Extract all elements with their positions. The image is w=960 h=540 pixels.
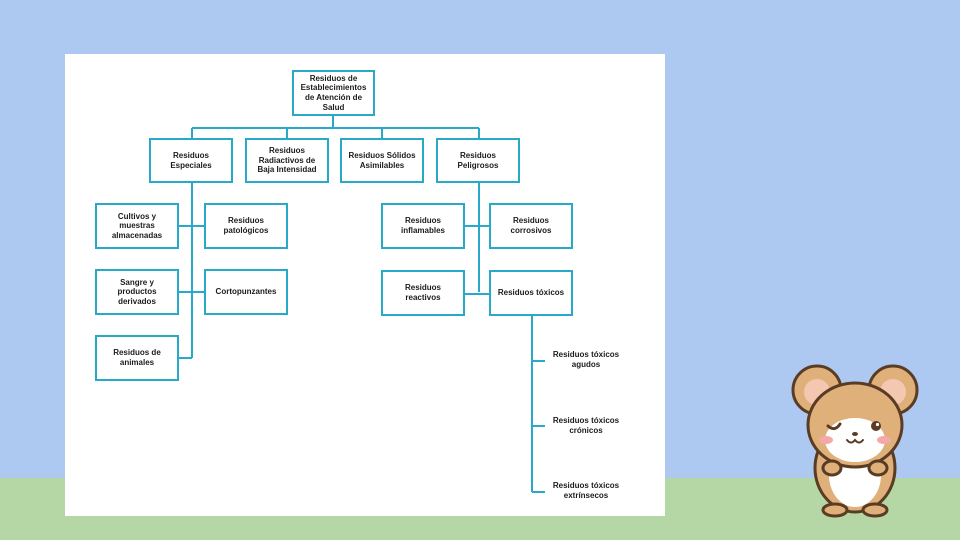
node-cultivos: Cultivos y muestras almacenadas	[95, 203, 179, 249]
leaf-toxicos-cronicos-label: Residuos tóxicos crónicos	[552, 416, 620, 435]
leaf-toxicos-agudos-label: Residuos tóxicos agudos	[552, 350, 620, 369]
node-reactivos: Residuos reactivos	[381, 270, 465, 316]
node-patologicos: Residuos patológicos	[204, 203, 288, 249]
node-patologicos-label: Residuos patológicos	[223, 216, 269, 235]
connector-lines	[178, 116, 545, 493]
root-label: Residuos de Establecimientos de Atención…	[300, 73, 367, 112]
diagram-card: Residuos de Establecimientos de Atención…	[65, 54, 665, 516]
leaf-toxicos-agudos: Residuos tóxicos agudos	[541, 350, 631, 369]
node-inflamables: Residuos inflamables	[381, 203, 465, 249]
node-sangre: Sangre y productos derivados	[95, 269, 179, 315]
node-toxicos-label: Residuos tóxicos	[497, 288, 565, 298]
leaf-toxicos-extrinsecos: Residuos tóxicos extrínsecos	[541, 481, 631, 500]
node-sangre-label: Sangre y productos derivados	[117, 277, 157, 306]
category-especiales: Residuos Especiales	[149, 138, 233, 183]
category-especiales-label: Residuos Especiales	[170, 150, 212, 170]
node-toxicos: Residuos tóxicos	[489, 270, 573, 316]
leaf-toxicos-cronicos: Residuos tóxicos crónicos	[541, 416, 631, 435]
node-corrosivos: Residuos corrosivos	[489, 203, 573, 249]
node-animales-label: Residuos de animales	[113, 348, 161, 367]
root-node: Residuos de Establecimientos de Atención…	[292, 70, 375, 116]
category-solidos: Residuos Sólidos Asimilables	[340, 138, 424, 183]
node-cultivos-label: Cultivos y muestras almacenadas	[111, 211, 163, 240]
category-solidos-label: Residuos Sólidos Asimilables	[348, 150, 416, 170]
category-peligrosos-label: Residuos Peligrosos	[457, 150, 499, 170]
node-corrosivos-label: Residuos corrosivos	[510, 216, 552, 235]
category-radiactivos: Residuos Radiactivos de Baja Intensidad	[245, 138, 329, 183]
node-inflamables-label: Residuos inflamables	[400, 216, 445, 235]
category-radiactivos-label: Residuos Radiactivos de Baja Intensidad	[257, 146, 317, 175]
node-cortopunzantes: Cortopunzantes	[204, 269, 288, 315]
leaf-toxicos-extrinsecos-label: Residuos tóxicos extrínsecos	[552, 481, 620, 500]
node-reactivos-label: Residuos reactivos	[404, 283, 441, 302]
category-peligrosos: Residuos Peligrosos	[436, 138, 520, 183]
node-animales: Residuos de animales	[95, 335, 179, 381]
node-cortopunzantes-label: Cortopunzantes	[215, 287, 277, 297]
hamster-mascot-icon	[791, 364, 919, 518]
